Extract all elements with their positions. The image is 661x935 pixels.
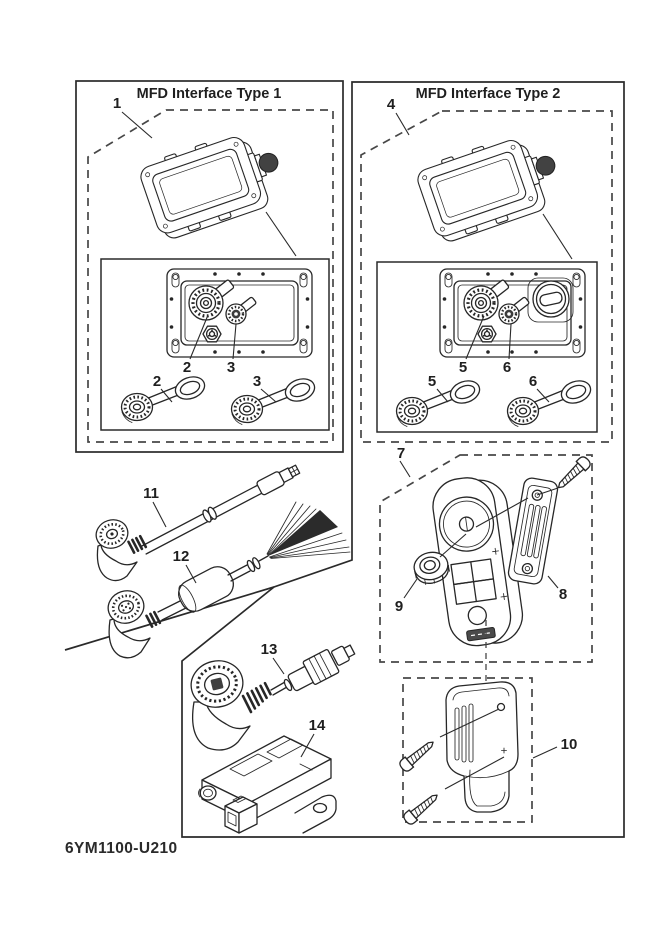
cap-part6 — [506, 375, 596, 428]
type1-view-pointer-line — [265, 211, 297, 257]
callout-2-cap: 2 — [153, 373, 161, 390]
callout-6-panel: 6 — [503, 359, 511, 376]
mfd-unit-type1 — [136, 122, 292, 243]
type1-title: MFD Interface Type 1 — [137, 86, 282, 102]
type1-hex-plug — [202, 325, 222, 343]
callout-14: 14 — [309, 717, 326, 734]
callout-13: 13 — [261, 641, 278, 658]
zone-divider-diagonal — [64, 586, 275, 651]
callout-4: 4 — [387, 96, 396, 113]
holder-part10 — [445, 681, 519, 813]
cable-part11 — [95, 464, 301, 582]
bracket-part8 — [507, 477, 559, 585]
screw-part10-lower — [401, 789, 442, 827]
bracket8-pointer-line — [475, 497, 529, 528]
module14-round-connector — [198, 785, 217, 801]
module-part14 — [198, 735, 337, 834]
screw8-pointer-line — [536, 487, 559, 496]
callout-8: 8 — [559, 586, 567, 603]
cable12-ferrite — [178, 566, 234, 613]
type2-rear-view-box — [376, 261, 598, 433]
cap-part2 — [120, 371, 210, 424]
cap-part5 — [395, 375, 485, 428]
cap-part3 — [230, 373, 320, 426]
type2-oval-connector — [532, 280, 570, 318]
callout-labels: 1 4 2 3 2 3 5 6 5 6 7 8 9 10 11 12 13 — [113, 95, 578, 759]
type2-hex-plug — [477, 325, 497, 343]
type2-title: MFD Interface Type 2 — [416, 86, 561, 102]
callout-7: 7 — [397, 445, 405, 462]
cable13-plug-body — [302, 649, 340, 685]
screw10-upper-pointer-line — [439, 708, 500, 738]
kit4-dashed-boundary — [360, 110, 613, 443]
cable11-elbow-connector — [95, 519, 129, 549]
type1-rear-panel — [166, 268, 313, 358]
module14-mount-tab — [294, 794, 337, 834]
callout-11: 11 — [143, 485, 159, 502]
knob9-pointer-line — [439, 533, 467, 558]
callout-3-panel: 3 — [227, 359, 235, 376]
callout-1: 1 — [113, 95, 121, 112]
callout-2-panel: 2 — [183, 359, 191, 376]
kit10-dashed-boundary — [402, 677, 533, 823]
callout-9: 9 — [395, 598, 403, 615]
callout-5-panel: 5 — [459, 359, 467, 376]
cable12-elbow-connector — [107, 590, 145, 624]
cable11-end-plug — [256, 464, 301, 496]
screw-part8 — [553, 454, 593, 493]
cable12-wire-fan — [266, 501, 351, 559]
callout-6-cap: 6 — [529, 373, 537, 390]
callout-3-cap: 3 — [253, 373, 261, 390]
type2-view-pointer-line — [542, 213, 573, 260]
cable13-ring-connector — [190, 660, 244, 708]
section-type1-frame — [75, 80, 344, 453]
mfd-unit-type2 — [413, 125, 569, 246]
kit1-dashed-boundary — [87, 109, 334, 443]
module14-square-connector — [224, 795, 258, 834]
callout-12: 12 — [173, 548, 190, 565]
screw10-lower-pointer-line — [444, 756, 505, 790]
callout-10: 10 — [561, 736, 578, 753]
type2-rear-panel — [439, 268, 586, 358]
cable-part12 — [107, 501, 351, 659]
drawing-code: 6YM1100-U210 — [65, 840, 178, 857]
knob-part9 — [413, 551, 450, 585]
section-type2-and-bottom-frame — [64, 81, 625, 838]
type1-rear-view-box — [100, 258, 330, 431]
callout-5-cap: 5 — [428, 373, 436, 390]
adapter-cable-part13 — [190, 644, 356, 751]
